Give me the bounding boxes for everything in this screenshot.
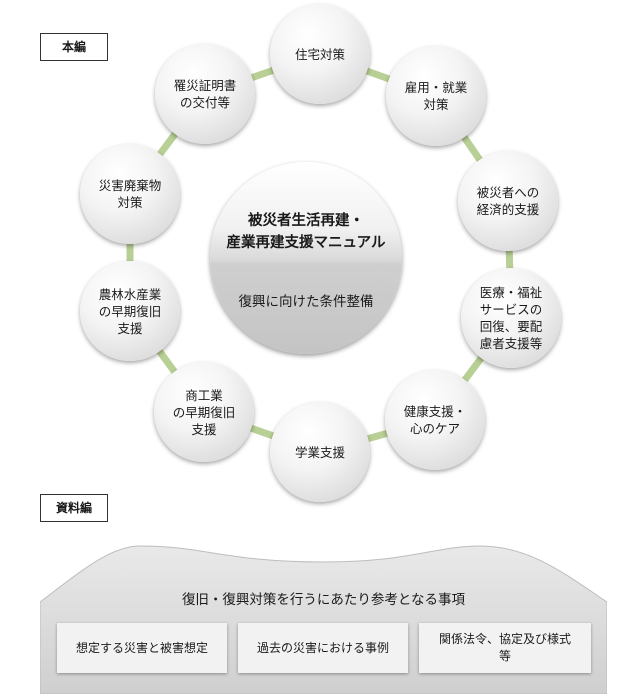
center-subtitle: 復興に向けた条件整備 <box>238 294 374 310</box>
appendix-box-laws-forms: 関係法令、協定及び様式 等 <box>419 623 591 673</box>
ring-item-health-care: 健康支援・ 心のケア <box>385 370 485 470</box>
center-circle: 被災者生活再建・ 産業再建支援マニュアル 復興に向けた条件整備 <box>210 162 402 354</box>
ring-item-damage-certificate: 罹災証明書 の交付等 <box>155 44 255 144</box>
ring-item-commerce-industry: 商工業 の早期復旧 支援 <box>154 362 254 462</box>
ring-item-school-support: 学業支援 <box>270 402 370 502</box>
ring-item-housing: 住宅対策 <box>270 4 370 104</box>
ring-item-economic-support: 被災者への 経済的支援 <box>458 151 558 251</box>
ring-item-disaster-waste: 災害廃棄物 対策 <box>80 144 180 244</box>
appendix-box-disaster-assumption: 想定する災害と被害想定 <box>57 623 227 673</box>
appendix-title: 復旧・復興対策を行うにあたり参考となる事項 <box>181 592 466 608</box>
ring-item-employment: 雇用・就業 対策 <box>386 46 486 146</box>
appendix-section-tag: 資料編 <box>40 494 108 522</box>
appendix-box-past-cases: 過去の災害における事例 <box>238 623 408 673</box>
ring-item-medical-welfare: 医療・福祉 サービスの 回復、要配 慮者支援等 <box>461 268 561 368</box>
ring-item-agriculture: 農林水産業 の早期復旧 支援 <box>80 261 180 361</box>
main-section-tag: 本編 <box>40 33 108 61</box>
center-title: 被災者生活再建・ 産業再建支援マニュアル <box>226 213 386 251</box>
